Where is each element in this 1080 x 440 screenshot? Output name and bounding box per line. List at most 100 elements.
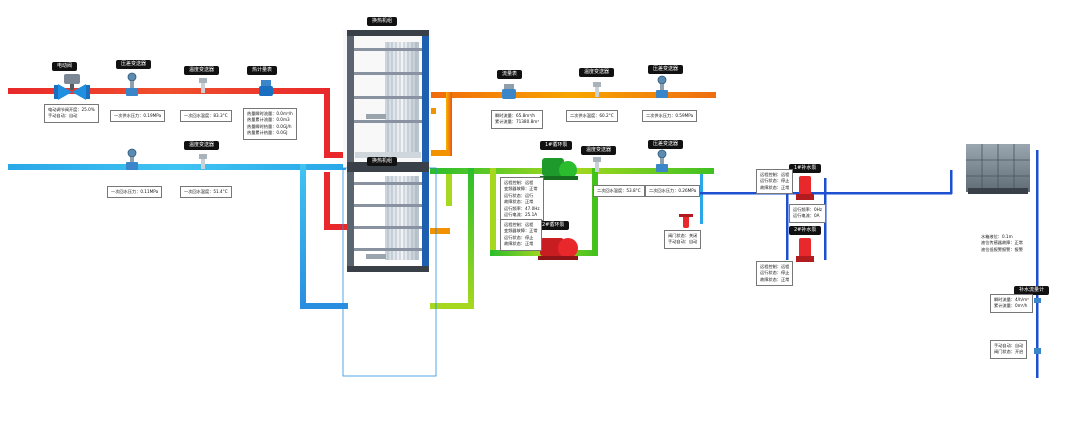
mpump2-line-1: 远程控制：远程 [760,264,790,269]
pressure-transmitter-3-icon[interactable] [656,149,668,172]
circulation-pump-2-tag: 2#循环泵 [537,221,570,230]
makeup-flow-meter-icon[interactable] [1034,298,1041,303]
primary-supply-pressure: 一次供水压力：0.19MPa [114,113,162,118]
electric-valve-tag: 电动阀 [52,62,78,71]
secondary-supply-temp: 二次供水温度：60.2°C [570,113,614,118]
circulation-pump-1-tag: 1#循环泵 [540,141,573,150]
makeup-pump-2-box: 远程控制：远程 运行状态：停止 故障状态：正常 [756,261,794,287]
secondary-supply-pipe [430,92,716,156]
makeup-valve-icon[interactable] [679,214,693,228]
pump1-line-5: 运行频率：47.0Hz [504,205,540,211]
pump1-line-6: 运行电流：25.1A [504,212,538,218]
primary-supply-pipe [8,88,344,158]
secondary-pressure-supply-tag: 压差变送器 [648,65,684,74]
heat-meter-tag: 热计量表 [247,66,278,75]
tank-line-2: 液位传感器故障：正常 [981,240,1023,246]
heat-meter-line-1: 热量瞬时流量：0.0m³/h [247,111,293,116]
pump2-line-3: 运行状态：停止 [504,234,534,240]
temperature-transmitter-return-icon[interactable] [199,154,207,169]
temperature-transmitter-2-icon[interactable] [593,82,601,97]
makeup-valve2-line-2: 阀门状态：开启 [994,349,1024,355]
valve-opening: 电动调节阀开度：25.0% [48,107,95,112]
pump1-line-4: 故障状态：正常 [504,199,534,205]
circulation-pump-2-box: 远程控制：远程 变频器故障：正常 运行状态：停止 故障状态：正常 [500,219,542,251]
primary-supply-temp: 一次回水温度：83.3°C [184,113,228,118]
mpump1-line-3: 故障状态：正常 [760,184,790,190]
tank-line-1: 水箱液位：0.1m [981,234,1013,239]
pump1-line-3: 运行状态：运行 [504,192,534,198]
secondary-temp-return-tag: 温度变送器 [581,146,617,155]
flow-meter-line-1: 瞬时流量：65.8m³/h [495,113,536,118]
mpump1-line-1: 远程控制：远程 [760,172,790,177]
pump2-line-1: 远程控制：远程 [504,222,534,227]
pressure-transmitter-2-icon[interactable] [656,75,668,98]
temperature-transmitter-tag: 温度变送器 [184,66,220,75]
mpump1-freq: 运行频率：0Hz [793,207,822,212]
makeup-pump-1-box: 远程控制：远程 运行状态：停止 故障状态：正常 [756,169,794,195]
temperature-transmitter-3-icon[interactable] [593,157,601,172]
heat-meter-line-2: 热量累计流量：0.0m3 [247,117,290,123]
pressure-transmitter-icon[interactable] [126,72,138,96]
tank-info-box: 水箱液位：0.1m 液位传感器故障：正常 液位低报警报警：报警 [978,232,1026,255]
flow-meter-icon[interactable] [502,84,516,99]
secondary-pressure-return-tag: 压差变送器 [648,140,684,149]
heat-meter-icon[interactable] [259,80,273,96]
mpump1-current: 运行电流：0A [793,213,820,219]
electric-valve-info: 电动调节阀开度：25.0% 手动自动：自动 [44,104,99,123]
makeup-flow-meter-tag: 补水流量计 [1014,286,1050,295]
heat-meter-line-4: 热量累计热量：0.0GJ [247,130,288,136]
primary-supply-temp-box: 一次回水温度：83.3°C [180,110,232,123]
electric-valve-icon[interactable] [54,74,90,100]
makeup-pump-2-tag: 2#补水泵 [789,226,822,235]
primary-return-temp: 一次回水温度：51.4°C [184,189,228,194]
pump2-line-2: 变频器故障：正常 [504,228,538,234]
valve-mode: 手动自动：自动 [48,113,78,119]
pressure-transmitter-tag: 压差变送器 [116,60,152,69]
flow-meter-box: 瞬时流量：65.8m³/h 累计流量：71380.8m³ [491,110,544,129]
secondary-temp-supply-tag: 温度变送器 [579,68,615,77]
flow-meter-tag: 流量表 [497,70,523,79]
makeup-pump-1-icon[interactable] [796,176,814,200]
mpump1-line-2: 运行状态：停止 [760,178,790,184]
secondary-return-temp-box: 二次回水温度：53.8°C [593,185,645,198]
makeup-valve-2-box: 手动自动：自动 阀门状态：开启 [990,340,1028,359]
secondary-supply-pressure-box: 二次供水压力：0.59MPa [642,110,698,123]
primary-return-pressure: 一次回水压力：0.11MPa [111,189,159,194]
secondary-supply-pressure: 二次供水压力：0.59MPa [646,113,694,118]
secondary-supply-temp-box: 二次供水温度：60.2°C [566,110,618,123]
temperature-transmitter-return-tag: 温度变送器 [184,141,220,150]
secondary-return-pressure-box: 二次回水压力：0.26MPa [645,185,701,198]
makeup-valve-box: 阀门状态：关闭 手动自动：自动 [664,230,702,249]
primary-return-pressure-box: 一次回水压力：0.11MPa [107,186,163,199]
tank-line-3: 液位低报警报警：报警 [981,246,1023,252]
circulation-pump-1-box: 远程控制：远程 变频器故障：正常 运行状态：运行 故障状态：正常 运行频率：47… [500,177,544,222]
heat-exchanger-bottom-tag: 换热机组 [367,157,398,166]
makeup-meter-line-2: 累计流量：0m³/h [994,303,1028,309]
pressure-transmitter-return-icon[interactable] [126,148,138,170]
secondary-return-temp: 二次回水温度：53.8°C [597,188,641,193]
primary-supply-pressure-box: 一次供水压力：0.19MPa [110,110,166,123]
makeup-pump-2-icon[interactable] [796,238,814,262]
pump1-line-1: 远程控制：远程 [504,180,534,185]
makeup-pump-1-freq-box: 运行频率：0Hz 运行电流：0A [789,204,826,223]
circulation-pump-1-icon[interactable] [540,158,578,180]
circulation-pump-2-icon[interactable] [538,238,578,260]
makeup-flow-meter-box: 瞬时流量：4/h/m³ 累计流量：0m³/h [990,294,1033,313]
heat-exchanger-top[interactable] [343,30,431,168]
temperature-transmitter-icon[interactable] [199,78,207,93]
water-tank-icon[interactable] [966,144,1030,194]
pump1-line-2: 变频器故障：正常 [504,186,538,192]
makeup-valve-2-icon[interactable] [1034,348,1041,354]
makeup-meter-line-1: 瞬时流量：4/h/m³ [994,297,1029,302]
makeup-valve-line-1: 阀门状态：关闭 [668,233,698,238]
heat-exchanger-top-tag: 换热机组 [367,17,398,26]
flow-meter-line-2: 累计流量：71380.8m³ [495,119,540,125]
heat-exchanger-bottom[interactable] [342,166,437,377]
makeup-valve-line-2: 手动自动：自动 [668,239,698,245]
heat-meter-box: 热量瞬时流量：0.0m³/h 热量累计流量：0.0m3 热量瞬时热量：0.0GJ… [243,108,297,140]
makeup-valve2-line-1: 手动自动：自动 [994,343,1024,348]
heat-meter-line-3: 热量瞬时热量：0.0GJ/h [247,123,292,129]
secondary-return-pressure: 二次回水压力：0.26MPa [649,188,697,193]
pump2-line-4: 故障状态：正常 [504,241,534,247]
mpump2-line-3: 故障状态：正常 [760,276,790,282]
